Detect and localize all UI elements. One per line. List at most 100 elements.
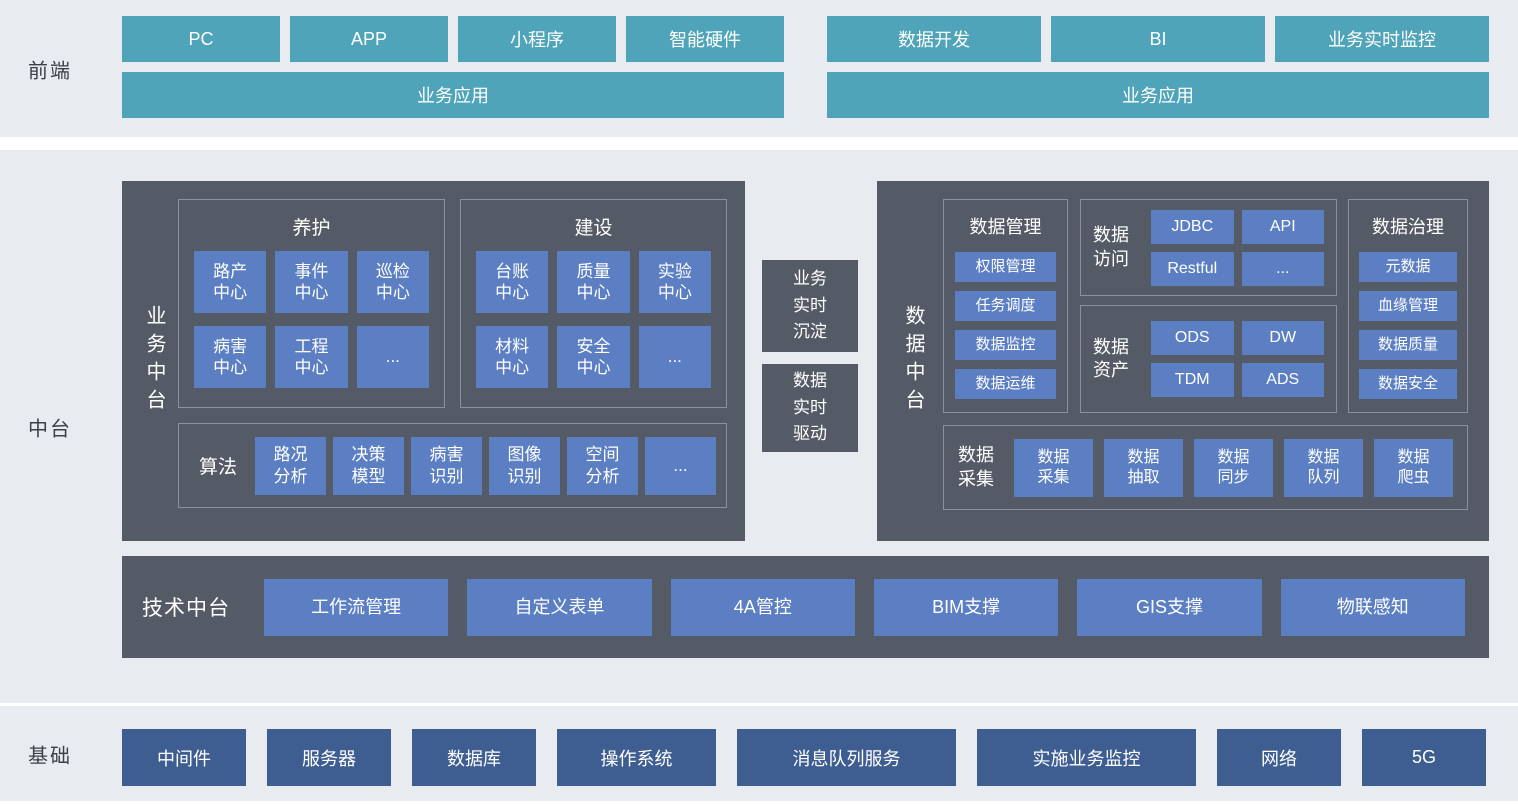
- data-management-item: 数据运维: [955, 369, 1056, 399]
- data-platform-box: 数据中台 数据管理 权限管理 任务调度 数据监控 数据运维 数据 访问 JDBC…: [877, 181, 1489, 541]
- panel-data-access: 数据 访问 JDBC API Restful ...: [1080, 199, 1337, 296]
- construction-title: 建设: [574, 218, 613, 239]
- frontend-node-mini-program: 小程序: [458, 16, 616, 62]
- data-collection-title: 数据 采集: [958, 445, 994, 489]
- business-platform-label: 业务中台: [143, 305, 165, 417]
- frontend-left-business-app-bar: 业务应用: [122, 72, 784, 118]
- data-governance-item: 数据安全: [1359, 369, 1457, 399]
- panel-data-management: 数据管理 权限管理 任务调度 数据监控 数据运维: [943, 199, 1068, 413]
- tech-item-iot: 物联感知: [1280, 578, 1465, 636]
- construction-item: 安全 中心: [557, 326, 630, 388]
- data-governance-item: 数据质量: [1359, 330, 1457, 360]
- foundation-band: 基础 中间件 服务器 数据库 操作系统 消息队列服务 实施业务监控 网络 5G: [0, 706, 1518, 801]
- data-access-item-more: ...: [1241, 251, 1324, 286]
- algorithm-item: 路况 分析: [255, 436, 326, 495]
- data-collection-item: 数据 队列: [1284, 438, 1363, 497]
- tech-platform-label: 技术中台: [142, 597, 230, 620]
- maintenance-item-more: ...: [356, 326, 429, 388]
- data-management-item: 权限管理: [955, 252, 1056, 282]
- foundation-item-os: 操作系统: [557, 729, 716, 786]
- data-assets-item: DW: [1241, 321, 1324, 355]
- frontend-right-group: 数据开发 BI 业务实时监控 业务应用: [827, 16, 1489, 118]
- data-governance-title: 数据治理: [1372, 217, 1444, 237]
- construction-item: 台账 中心: [476, 251, 549, 313]
- data-collection-item: 数据 爬虫: [1374, 438, 1453, 497]
- algorithm-title: 算法: [199, 457, 238, 478]
- data-governance-items: 元数据 血缘管理 数据质量 数据安全: [1349, 239, 1467, 399]
- maintenance-item: 巡检 中心: [356, 251, 429, 313]
- data-management-item: 任务调度: [955, 291, 1056, 321]
- construction-item-more: ...: [638, 326, 711, 388]
- frontend-node-realtime-monitor: 业务实时监控: [1275, 16, 1489, 62]
- frontend-right-business-app-bar: 业务应用: [827, 72, 1489, 118]
- frontend-right-row: 数据开发 BI 业务实时监控: [827, 16, 1489, 62]
- maintenance-item: 路产 中心: [194, 251, 267, 313]
- algorithm-item: 图像 识别: [489, 436, 560, 495]
- data-collection-item: 数据 采集: [1014, 438, 1093, 497]
- tech-item-workflow: 工作流管理: [264, 578, 449, 636]
- middle-band: 中台 业务中台 养护 路产 中心 事件 中心 巡检 中心 病害 中心 工程 中心…: [0, 150, 1518, 703]
- frontend-node-pc: PC: [122, 16, 280, 62]
- data-management-title: 数据管理: [969, 217, 1042, 237]
- data-collection-item: 数据 抽取: [1104, 438, 1183, 497]
- data-assets-items: ODS DW TDM ADS: [1151, 321, 1324, 397]
- algorithm-items: 路况 分析 决策 模型 病害 识别 图像 识别 空间 分析 ...: [255, 436, 716, 495]
- frontend-node-data-dev: 数据开发: [827, 16, 1041, 62]
- data-collection-item: 数据 同步: [1194, 438, 1273, 497]
- foundation-item-5g: 5G: [1362, 729, 1486, 786]
- panel-data-governance: 数据治理 元数据 血缘管理 数据质量 数据安全: [1348, 199, 1468, 413]
- foundation-item-message-queue: 消息队列服务: [737, 729, 956, 786]
- tech-platform-box: 技术中台 工作流管理 自定义表单 4A管控 BIM支撑 GIS支撑 物联感知: [122, 556, 1489, 658]
- tech-item-custom-form: 自定义表单: [467, 578, 652, 636]
- data-access-items: JDBC API Restful ...: [1151, 209, 1324, 286]
- connector-business-realtime-sediment: 业务 实时 沉淀: [762, 260, 858, 352]
- foundation-band-label: 基础: [28, 745, 72, 767]
- panel-construction: 建设 台账 中心 质量 中心 实验 中心 材料 中心 安全 中心 ...: [460, 199, 727, 408]
- maintenance-item: 工程 中心: [275, 326, 348, 388]
- frontend-band: 前端 PC APP 小程序 智能硬件 业务应用 数据开发 BI 业务实时监控 业…: [0, 0, 1518, 137]
- construction-item: 质量 中心: [557, 251, 630, 313]
- panel-data-collection: 数据 采集 数据 采集 数据 抽取 数据 同步 数据 队列 数据 爬虫: [943, 425, 1468, 510]
- frontend-node-smart-hardware: 智能硬件: [626, 16, 784, 62]
- maintenance-item: 病害 中心: [194, 326, 267, 388]
- maintenance-title: 养护: [292, 218, 331, 239]
- data-assets-item: TDM: [1151, 363, 1234, 397]
- data-access-title: 数据 访问: [1093, 225, 1129, 269]
- algorithm-item: 空间 分析: [567, 436, 638, 495]
- panel-data-assets: 数据 资产 ODS DW TDM ADS: [1080, 305, 1337, 413]
- foundation-item-server: 服务器: [267, 729, 391, 786]
- tech-item-gis: GIS支撑: [1077, 578, 1262, 636]
- tech-item-bim: BIM支撑: [873, 578, 1059, 636]
- tech-item-4a-control: 4A管控: [670, 578, 855, 636]
- construction-grid: 台账 中心 质量 中心 实验 中心 材料 中心 安全 中心 ...: [461, 240, 726, 388]
- maintenance-grid: 路产 中心 事件 中心 巡检 中心 病害 中心 工程 中心 ...: [179, 240, 444, 388]
- foundation-items: 中间件 服务器 数据库 操作系统 消息队列服务 实施业务监控 网络 5G: [122, 729, 1486, 786]
- data-collection-items: 数据 采集 数据 抽取 数据 同步 数据 队列 数据 爬虫: [1014, 438, 1453, 497]
- data-governance-item: 血缘管理: [1359, 291, 1457, 321]
- data-governance-item: 元数据: [1359, 252, 1457, 282]
- panel-algorithm: 算法 路况 分析 决策 模型 病害 识别 图像 识别 空间 分析 ...: [178, 423, 727, 508]
- foundation-item-middleware: 中间件: [122, 729, 246, 786]
- algorithm-item-more: ...: [645, 436, 716, 495]
- business-platform-box: 业务中台 养护 路产 中心 事件 中心 巡检 中心 病害 中心 工程 中心 ..…: [122, 181, 745, 541]
- panel-maintenance: 养护 路产 中心 事件 中心 巡检 中心 病害 中心 工程 中心 ...: [178, 199, 445, 408]
- data-assets-title: 数据 资产: [1093, 336, 1129, 380]
- maintenance-item: 事件 中心: [275, 251, 348, 313]
- frontend-node-bi: BI: [1051, 16, 1265, 62]
- foundation-item-business-monitor: 实施业务监控: [977, 729, 1196, 786]
- data-assets-item: ODS: [1151, 321, 1234, 355]
- algorithm-item: 病害 识别: [411, 436, 482, 495]
- tech-platform-items: 工作流管理 自定义表单 4A管控 BIM支撑 GIS支撑 物联感知: [264, 578, 1465, 636]
- frontend-node-app: APP: [290, 16, 448, 62]
- data-access-item: Restful: [1151, 251, 1234, 286]
- frontend-band-label: 前端: [28, 60, 72, 82]
- algorithm-item: 决策 模型: [333, 436, 404, 495]
- middle-band-label: 中台: [28, 418, 72, 440]
- frontend-left-group: PC APP 小程序 智能硬件 业务应用: [122, 16, 784, 118]
- construction-item: 材料 中心: [476, 326, 549, 388]
- foundation-item-database: 数据库: [412, 729, 536, 786]
- foundation-item-network: 网络: [1217, 729, 1341, 786]
- connector-data-realtime-drive: 数据 实时 驱动: [762, 364, 858, 452]
- data-management-items: 权限管理 任务调度 数据监控 数据运维: [944, 239, 1067, 399]
